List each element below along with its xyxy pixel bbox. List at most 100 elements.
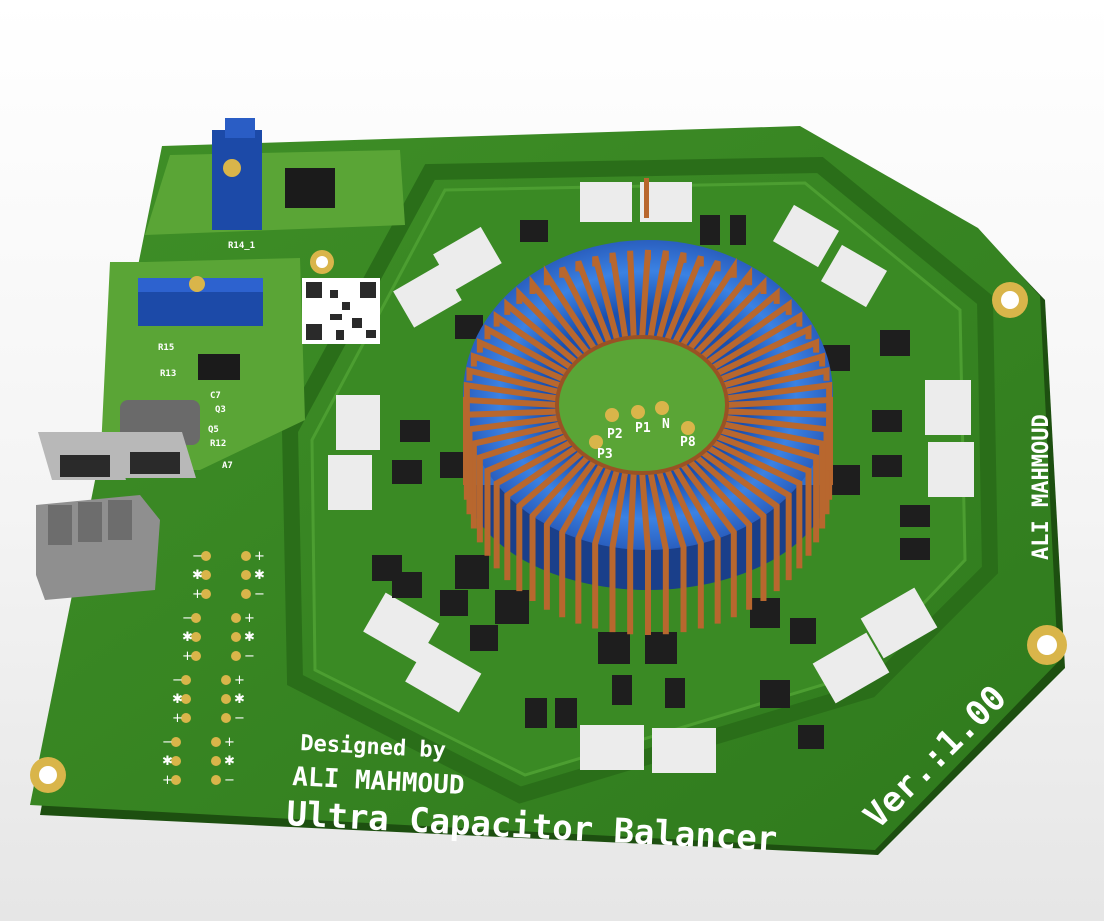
- polarity-pad: [211, 775, 221, 785]
- qr-code: [302, 278, 380, 344]
- polarity-marks: −+✱✱+−−+✱✱+−−+✱✱+−−+✱✱+−: [162, 549, 265, 788]
- winding-turn: [721, 352, 826, 389]
- winding-turn: [470, 352, 563, 389]
- polarity-mark: ✱: [172, 692, 183, 707]
- polarity-pad: [221, 675, 231, 685]
- polarity-mark: ✱: [182, 630, 193, 645]
- winding-turn: [516, 449, 585, 592]
- ref-r13: R13: [160, 369, 176, 379]
- winding-turn: [463, 381, 559, 471]
- polarity-pad: [231, 651, 241, 661]
- polarity-mark: ✱: [224, 754, 235, 769]
- polarity-mark: −: [192, 549, 203, 564]
- polarity-mark: ✱: [254, 568, 265, 583]
- winding-turn: [679, 257, 737, 349]
- winding-turn: [476, 338, 566, 383]
- winding-turn: [723, 367, 830, 396]
- winding-turn: [504, 298, 579, 366]
- winding-turn: [693, 453, 767, 601]
- center-label-n: N: [662, 417, 670, 432]
- polarity-mark: +: [192, 587, 203, 602]
- polarity-pad: [171, 737, 181, 747]
- side-designer-name: ALI MAHMOUD: [1029, 414, 1054, 560]
- polarity-pad: [181, 675, 191, 685]
- winding-turn: [639, 249, 651, 340]
- winding-turn: [686, 457, 753, 610]
- ref-r15: R15: [158, 343, 174, 353]
- polarity-pad: [241, 570, 251, 580]
- winding-turn: [655, 252, 687, 342]
- center-label-p3: P3: [597, 447, 613, 462]
- polarity-pad: [191, 651, 201, 661]
- polarity-mark: −: [162, 735, 173, 750]
- center-label-p1: P1: [635, 421, 651, 436]
- winding-turn: [655, 468, 687, 633]
- polarity-mark: ✱: [234, 692, 245, 707]
- polarity-pad: [211, 756, 221, 766]
- ref-a7: A7: [222, 461, 233, 471]
- polarity-pad: [191, 632, 201, 642]
- winding-turn: [575, 464, 613, 624]
- winding-turn: [705, 299, 792, 366]
- winding-turn: [559, 461, 605, 618]
- polarity-pad: [211, 737, 221, 747]
- winding-turn: [543, 458, 598, 610]
- polarity-mark: +: [244, 611, 255, 626]
- polarity-mark: +: [182, 649, 193, 664]
- polarity-pad: [201, 551, 211, 561]
- winding-turn: [647, 470, 669, 635]
- winding-turn: [710, 438, 803, 569]
- polarity-pad: [221, 694, 231, 704]
- winding-turn: [627, 470, 637, 635]
- winding-turn: [575, 260, 613, 346]
- winding-turn: [725, 381, 833, 471]
- winding-turn: [671, 464, 721, 624]
- winding-turn: [592, 467, 621, 629]
- polarity-pad: [181, 713, 191, 723]
- winding-turn: [639, 470, 651, 635]
- polarity-mark: −: [254, 587, 265, 602]
- winding-turn: [718, 338, 820, 383]
- winding-turn: [699, 449, 780, 592]
- ref-c7: C7: [210, 391, 221, 401]
- winding-turn: [721, 421, 826, 529]
- polarity-pad: [241, 589, 251, 599]
- winding-turn: [715, 433, 812, 556]
- ref-r12: R12: [210, 439, 226, 449]
- polarity-pad: [201, 570, 211, 580]
- winding-turn: [529, 453, 591, 601]
- winding-turn: [686, 266, 753, 353]
- polarity-pad: [231, 613, 241, 623]
- winding-turn: [543, 265, 598, 352]
- winding-turn: [710, 311, 803, 371]
- winding-turn: [516, 286, 585, 361]
- polarity-mark: +: [172, 711, 183, 726]
- terminal-block: [36, 495, 160, 600]
- polarity-pad: [171, 775, 181, 785]
- winding-turn: [559, 266, 606, 349]
- polarity-mark: ✱: [244, 630, 255, 645]
- winding-turn: [484, 433, 570, 556]
- to220-regulators: [38, 432, 196, 480]
- polarity-mark: +: [162, 773, 173, 788]
- ref-q5: Q5: [208, 425, 219, 435]
- center-pads: [589, 401, 695, 449]
- polarity-pad: [201, 589, 211, 599]
- winding-turn: [627, 250, 637, 340]
- winding-turn: [663, 255, 704, 343]
- polarity-pad: [181, 694, 191, 704]
- polarity-mark: −: [182, 611, 193, 626]
- polarity-pad: [241, 551, 251, 561]
- polarity-mark: −: [234, 711, 245, 726]
- winding-turn: [529, 275, 592, 356]
- trimmer-potentiometers: [138, 118, 263, 326]
- polarity-mark: +: [224, 735, 235, 750]
- polarity-mark: +: [254, 549, 265, 564]
- ref-q3: Q3: [215, 405, 226, 415]
- winding-turn: [699, 287, 780, 361]
- winding-turn: [671, 260, 721, 346]
- winding-turn: [647, 250, 669, 340]
- center-label-p8: P8: [680, 435, 696, 450]
- copper-windings: [463, 249, 833, 635]
